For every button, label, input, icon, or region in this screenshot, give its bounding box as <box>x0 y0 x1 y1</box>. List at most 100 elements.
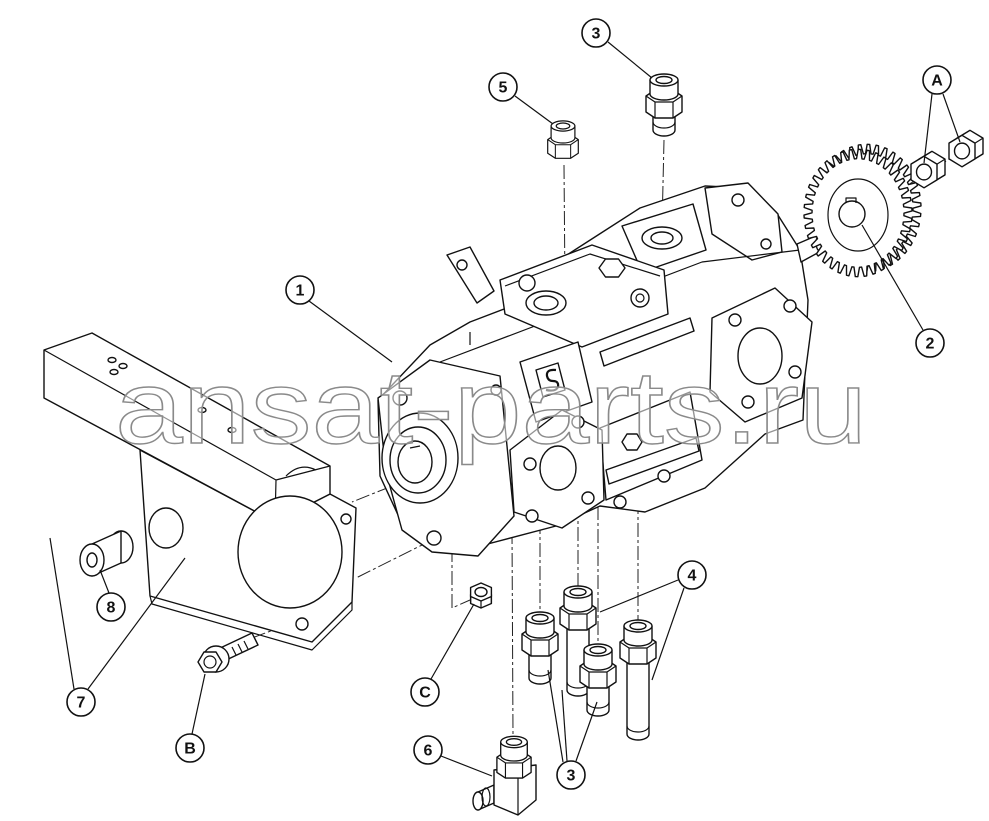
bolt-thread <box>231 640 249 656</box>
fitting-bore <box>655 75 673 85</box>
mounting-bracket <box>43 332 357 651</box>
callout-circle <box>556 760 586 790</box>
callout-circle <box>677 560 707 590</box>
tie-bar <box>605 437 700 485</box>
leader-1 <box>308 300 393 363</box>
bracket-slot <box>118 362 128 370</box>
fitting-hex-edges <box>645 95 683 118</box>
callout-1: 1 <box>285 275 315 305</box>
hex-nut-a-2 <box>948 129 984 168</box>
leader-A-2 <box>942 93 961 143</box>
bolt-head <box>630 288 650 308</box>
callout-label: 6 <box>424 743 433 760</box>
bolt-head <box>657 469 671 483</box>
nut-bore <box>915 163 933 181</box>
fitting-bore <box>589 645 607 655</box>
cover-bolt <box>788 365 802 379</box>
callout-6: 6 <box>413 735 443 765</box>
bracket-bolt-hole <box>340 513 352 525</box>
centerline-flange-lower <box>355 539 433 579</box>
callout-3-bottom: 3 <box>556 760 586 790</box>
bracket-small-bore <box>148 507 184 549</box>
centerline-elbow <box>511 529 514 737</box>
bracket-tube <box>43 332 331 523</box>
leader-3-bottom-2 <box>561 689 568 762</box>
fitting-tube <box>528 652 552 685</box>
hex-bolt-head <box>621 433 643 451</box>
bolt-head <box>613 495 627 509</box>
watermark: ansat-parts.ru <box>115 350 867 466</box>
cover-bolt <box>525 509 539 523</box>
fitting-3-bottom-mid <box>579 643 617 717</box>
hex-nut-a-1 <box>910 150 946 189</box>
bolt <box>197 632 259 673</box>
bracket-plate-edge <box>149 595 353 651</box>
hex-nut-c <box>469 582 493 609</box>
cover-bolt <box>581 491 595 505</box>
fitting-3-top <box>645 73 683 137</box>
callout-B: B <box>175 733 205 763</box>
leader-7-1 <box>87 557 186 690</box>
fitting-hex-edges <box>619 641 657 664</box>
fitting-3-bottom-left <box>521 611 559 685</box>
fitting-hex-edges <box>559 607 597 630</box>
callout-A: A <box>922 65 952 95</box>
callout-circle <box>581 18 611 48</box>
bracket-large-bore <box>237 495 343 609</box>
bracket-slot <box>109 368 119 376</box>
callout-label: A <box>931 73 943 90</box>
cover-bolt <box>523 457 537 471</box>
nut-bore <box>474 586 488 598</box>
fitting-5 <box>547 120 579 159</box>
leader-5 <box>514 95 554 125</box>
fitting-hex-edges <box>547 139 579 159</box>
callouts: 1 2 3 5 A 3 4 6 <box>66 18 952 790</box>
spacer <box>79 530 134 577</box>
callout-2: 2 <box>915 328 945 358</box>
mounting-ear <box>446 246 495 304</box>
leader-7-2 <box>49 537 75 690</box>
fitting-bore <box>555 122 571 130</box>
gear-bore <box>838 200 866 228</box>
callout-circle <box>410 677 440 707</box>
bolt-head-chamfer <box>203 655 217 669</box>
callout-label: 1 <box>296 283 305 300</box>
leader-lines <box>49 41 961 777</box>
bracket-slot <box>227 426 237 434</box>
leader-8 <box>99 569 110 594</box>
fitting-tube <box>626 660 650 741</box>
leader-C <box>430 603 475 680</box>
fitting-hex-edges <box>579 665 617 688</box>
bracket-slot <box>197 406 207 414</box>
bracket-bolt-hole <box>295 617 309 631</box>
fitting-tube-ring <box>652 121 676 129</box>
callout-circle <box>413 735 443 765</box>
callout-label: 8 <box>107 600 116 617</box>
cover-bolt <box>571 415 585 429</box>
fitting-tube-ring <box>528 669 552 677</box>
hydraulic-pump <box>377 182 825 557</box>
fitting-bore <box>629 621 647 631</box>
drive-gear <box>803 143 922 278</box>
leader-4-1 <box>599 579 679 613</box>
hex-bolt-head <box>598 258 626 278</box>
callout-C: C <box>410 677 440 707</box>
callout-4: 4 <box>677 560 707 590</box>
callout-circle <box>175 733 205 763</box>
input-shaft <box>397 440 433 484</box>
callout-label: 5 <box>499 80 508 97</box>
fitting-hex-edges <box>496 756 532 779</box>
gear-hub <box>827 178 889 252</box>
callout-circle <box>488 72 518 102</box>
spacer-bore <box>86 552 98 568</box>
callout-label: 3 <box>567 768 576 785</box>
centerline-nut <box>451 548 471 609</box>
callout-circle <box>96 592 126 622</box>
cover-bolt <box>741 395 755 409</box>
tie-bar <box>599 317 695 367</box>
fitting-tube-ring <box>586 701 610 709</box>
fitting-4-right <box>619 619 657 741</box>
logo-s-mark <box>545 368 560 392</box>
elbow-fitting-nipple <box>496 735 532 779</box>
